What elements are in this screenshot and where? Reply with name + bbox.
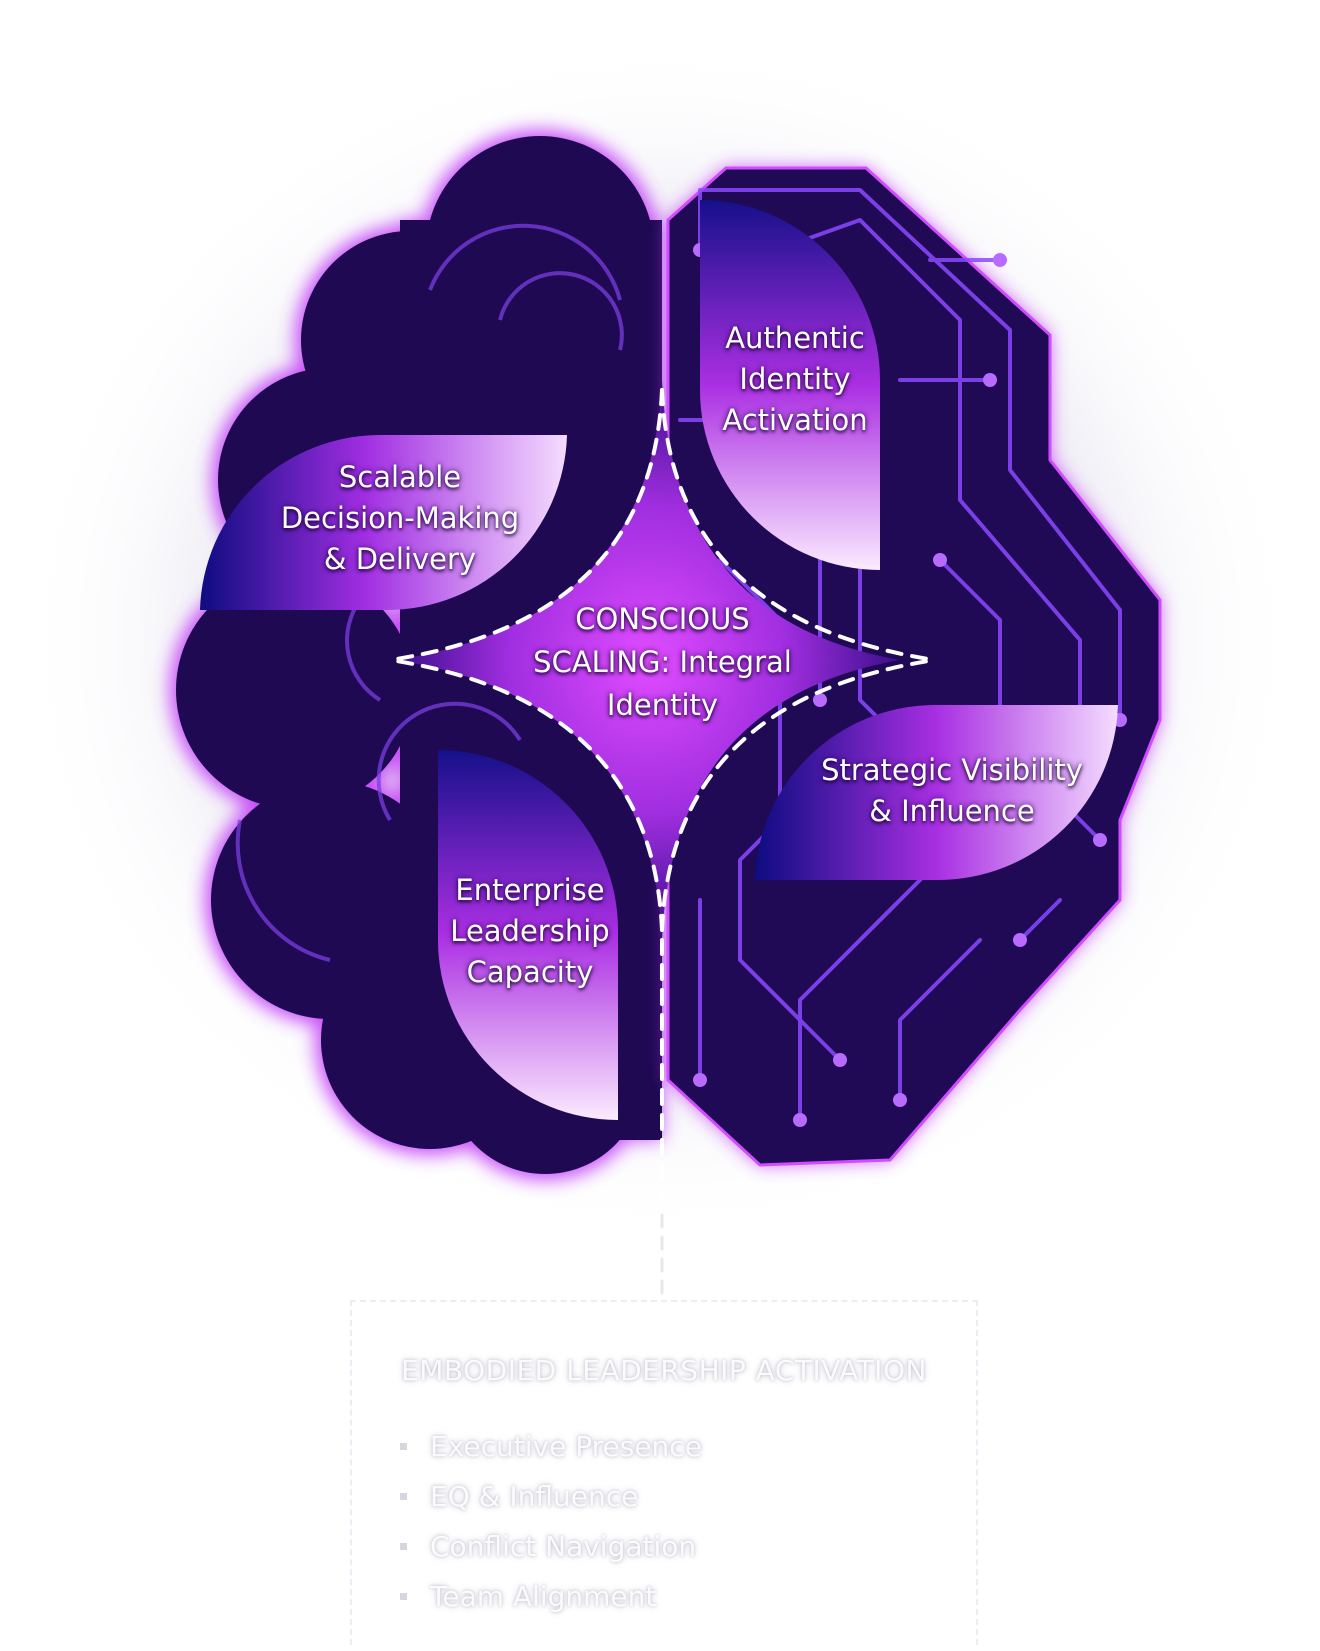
activation-box-title: EMBODIED LEADERSHIP ACTIVATION bbox=[401, 1354, 927, 1387]
list-item: Team Alignment bbox=[400, 1572, 702, 1622]
center-star bbox=[395, 380, 900, 940]
activation-box: EMBODIED LEADERSHIP ACTIVATION Executive… bbox=[350, 1300, 978, 1645]
petal-bottom bbox=[438, 750, 618, 1120]
bullet-icon bbox=[400, 1593, 407, 1600]
petal-bottom-label: Enterprise Leadership Capacity bbox=[450, 873, 610, 989]
list-item: EQ & Influence bbox=[400, 1472, 702, 1522]
petal-right bbox=[755, 705, 1118, 880]
bullet-icon bbox=[400, 1493, 407, 1500]
dashed-connectors bbox=[388, 388, 937, 1217]
petal-left bbox=[200, 435, 567, 611]
petal-top-label: Authentic Identity Activation bbox=[722, 321, 868, 437]
list-item: Executive Presence bbox=[400, 1422, 702, 1472]
center-label: CONSCIOUS SCALING: Integral Identity bbox=[533, 602, 792, 722]
bullet-icon bbox=[400, 1443, 407, 1450]
list-item: Conflict Navigation bbox=[400, 1522, 702, 1572]
petal-left-label: Scalable Decision-Making & Delivery bbox=[280, 460, 520, 576]
bullet-icon bbox=[400, 1543, 407, 1550]
activation-list: Executive Presence EQ & Influence Confli… bbox=[400, 1422, 702, 1622]
petal-right-label: Strategic Visibility & Influence bbox=[821, 753, 1083, 828]
petal-top bbox=[700, 200, 880, 570]
